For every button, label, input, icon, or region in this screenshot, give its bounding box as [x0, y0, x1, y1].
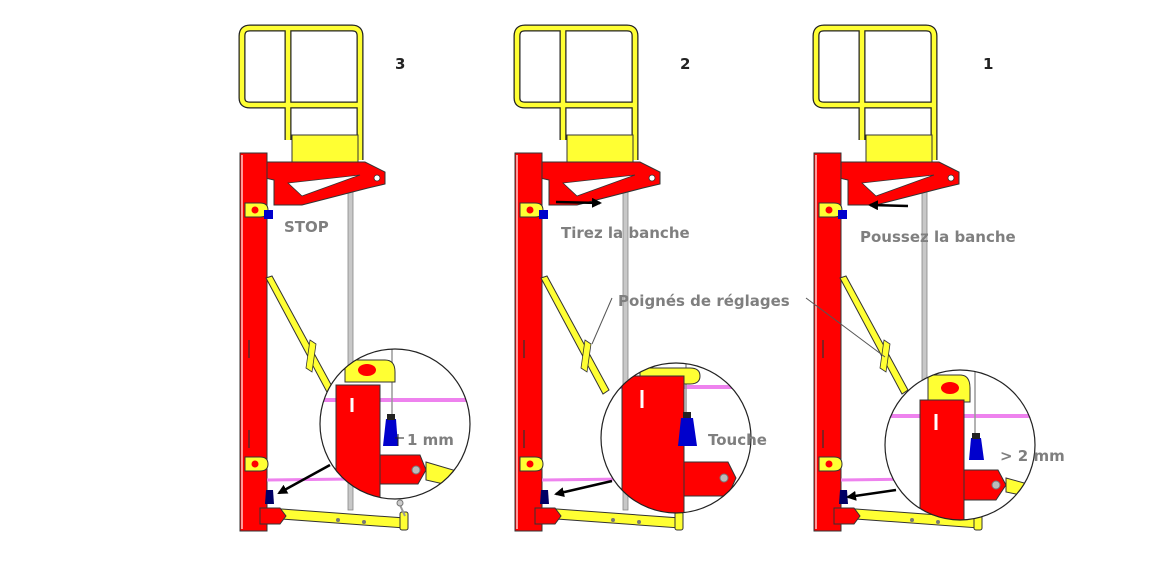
callout-step-2: Touche [708, 431, 767, 449]
zoom-detail-step-3 [319, 348, 471, 500]
zoom-detail-step-1 [884, 369, 1036, 521]
zoom-detail-step-2 [600, 362, 752, 514]
action-label-step-1: Poussez la banche [860, 228, 1016, 246]
arrow-step-3 [277, 463, 331, 495]
arrow-step-2 [554, 479, 613, 498]
step-number-2: 2 [680, 55, 691, 73]
callout-step-3: 1 mm [407, 431, 454, 449]
step-number-3: 3 [395, 55, 406, 73]
arrow-push [868, 200, 909, 211]
action-label-step-3: STOP [284, 218, 329, 236]
step-number-1: 1 [983, 55, 994, 73]
handle-label: Poignés de réglages [618, 292, 790, 310]
action-label-step-2: Tirez la banche [561, 224, 690, 242]
arrow-pull [555, 197, 602, 208]
callout-step-1: > 2 mm [1000, 447, 1065, 465]
assembly-step-3 [240, 28, 408, 531]
arrow-step-1 [846, 488, 897, 501]
